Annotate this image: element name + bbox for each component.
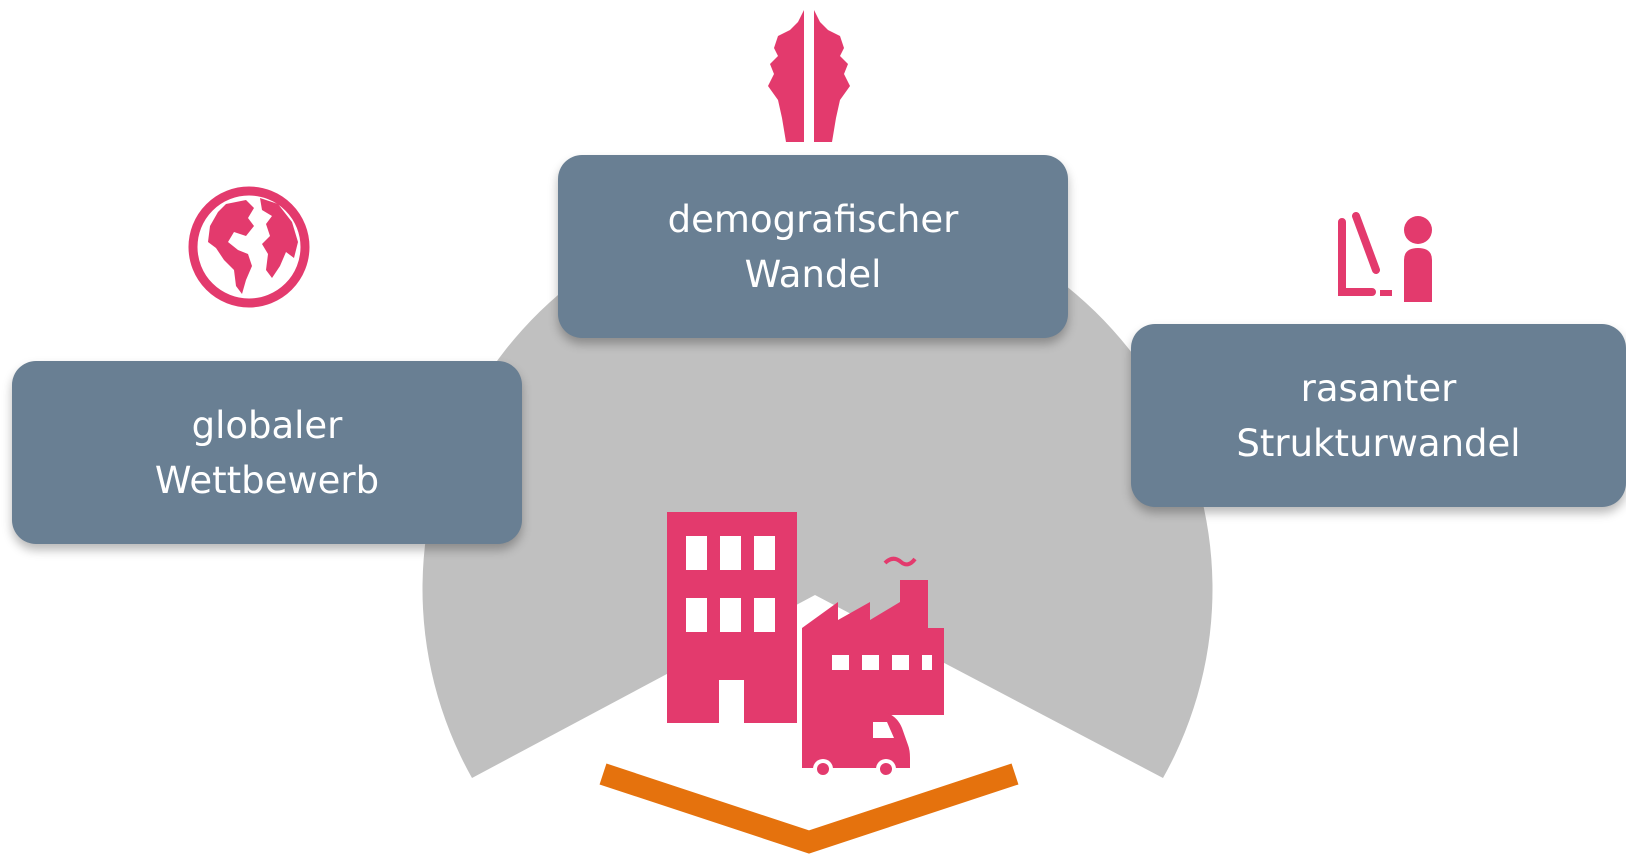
box-label-line2: Strukturwandel	[1236, 421, 1521, 465]
box-label-line2: Wandel	[744, 252, 882, 296]
factor-box-global: globaler Wettbewerb	[12, 361, 522, 544]
person-at-workstation-icon	[1338, 212, 1432, 302]
globe-icon	[188, 186, 310, 308]
factory-icon	[802, 556, 944, 715]
factor-box-demografie: demografischer Wandel	[558, 155, 1068, 338]
office-building-icon	[667, 512, 797, 723]
box-label-line1: rasanter	[1300, 366, 1457, 410]
box-label-line2: Wettbewerb	[154, 458, 380, 502]
delivery-van-icon	[802, 711, 910, 779]
box-label-line1: globaler	[191, 403, 343, 447]
base-chevron-bar	[599, 763, 1019, 854]
box-label-line1: demografischer	[667, 197, 959, 241]
protective-dome-shape	[422, 198, 1213, 778]
factor-box-struktur: rasanter Strukturwandel	[1131, 324, 1626, 507]
population-silhouette-icon	[768, 10, 850, 142]
